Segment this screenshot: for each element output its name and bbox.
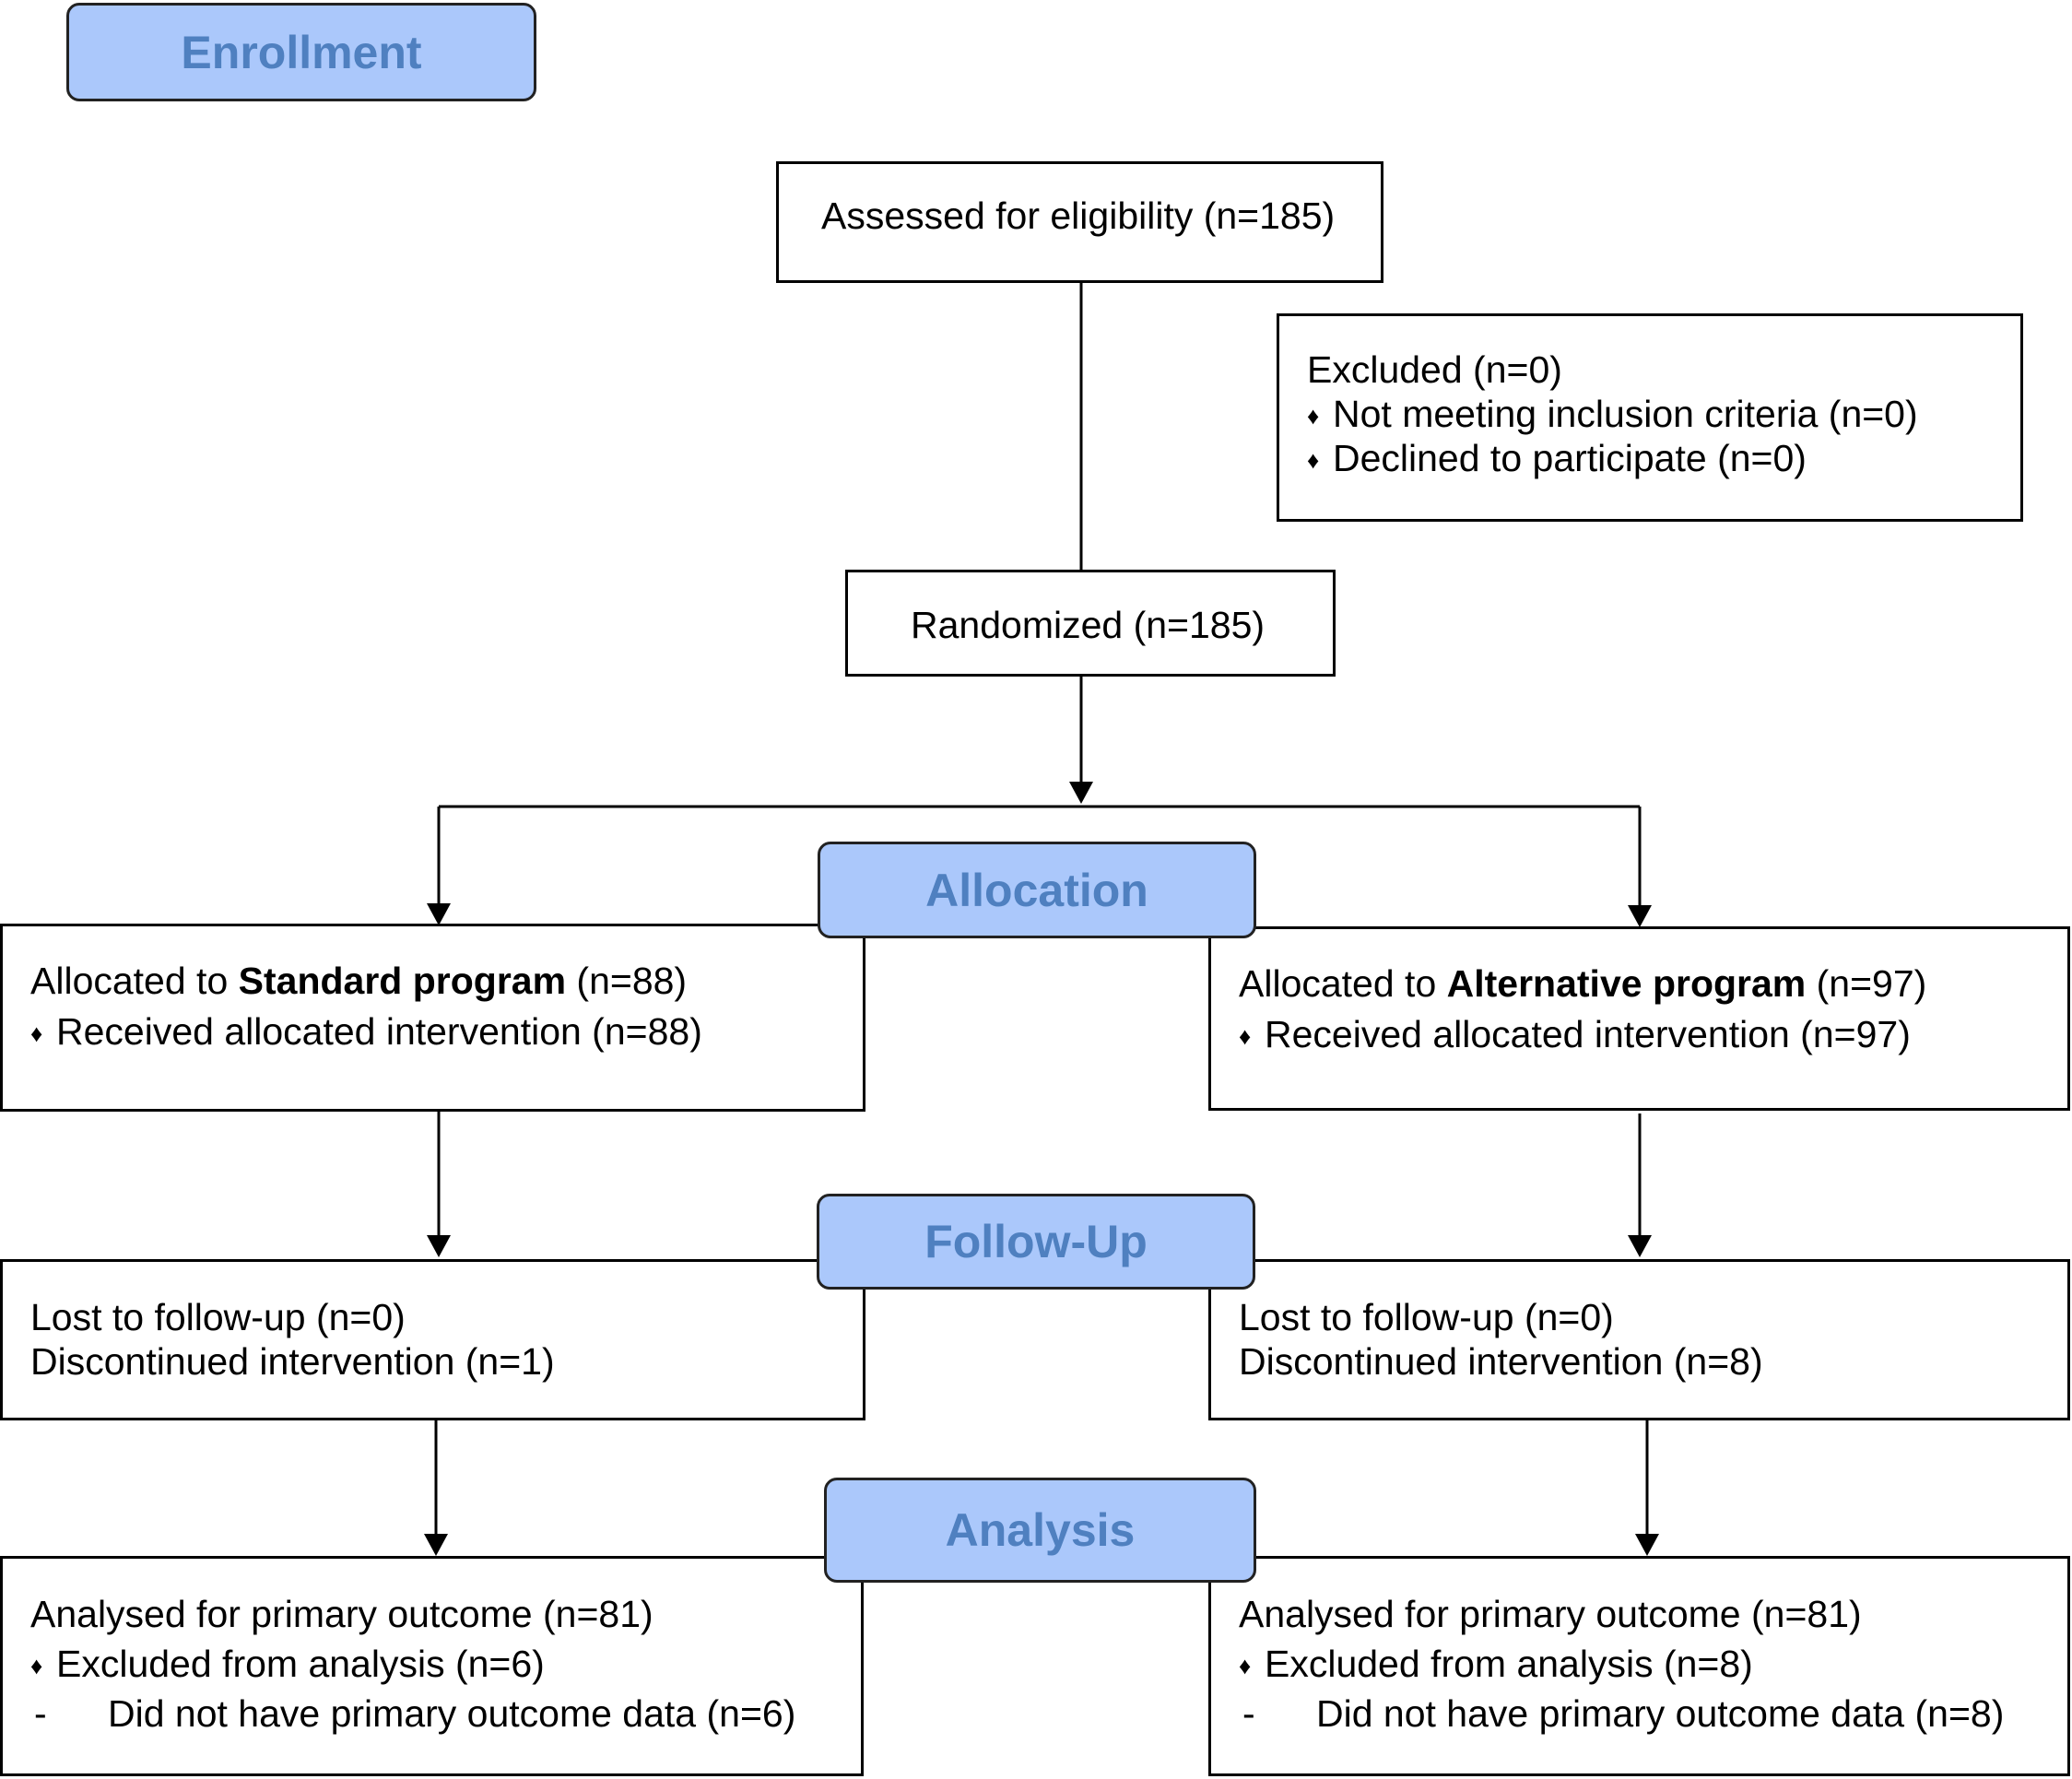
- excluded-item: ♦ Not meeting inclusion criteria (n=0): [1307, 392, 1918, 438]
- dash-bullet: -: [34, 1692, 47, 1735]
- stage-enrollment-label: Enrollment: [181, 26, 422, 78]
- allocated-prefix: Allocated to: [1239, 962, 1447, 1005]
- stage-follow-up: Follow-Up: [817, 1194, 1255, 1290]
- stage-enrollment: Enrollment: [66, 3, 536, 101]
- excluded-title: Excluded (n=0): [1307, 348, 1562, 391]
- standard-lost-text: Lost to follow-up (n=0): [30, 1296, 406, 1338]
- allocated-prefix: Allocated to: [30, 960, 239, 1002]
- alternative-allocation-box: Allocated to Alternative program (n=97) …: [1208, 926, 2070, 1111]
- alternative-received-line: ♦ Received allocated intervention (n=97): [1239, 1012, 1911, 1058]
- stage-follow-up-label: Follow-Up: [924, 1216, 1148, 1267]
- diamond-bullet-icon: ♦: [1307, 402, 1320, 430]
- standard-excluded-line: ♦ Excluded from analysis (n=6): [30, 1642, 545, 1688]
- alternative-no-data-label: Did not have primary outcome data (n=8): [1316, 1692, 2005, 1735]
- stage-analysis: Analysis: [824, 1478, 1256, 1583]
- dash-bullet: -: [1242, 1692, 1255, 1735]
- standard-allocated-line: Allocated to Standard program (n=88): [30, 959, 687, 1003]
- assessed-text: Assessed for eligibility (n=185): [821, 194, 1336, 237]
- standard-analysed-text: Analysed for primary outcome (n=81): [30, 1593, 653, 1635]
- alternative-analysis-box: Analysed for primary outcome (n=81) ♦ Exc…: [1208, 1556, 2070, 1776]
- alternative-excluded-label: Excluded from analysis (n=8): [1265, 1643, 1753, 1685]
- alternative-discontinued-text: Discontinued intervention (n=8): [1239, 1340, 1763, 1383]
- alternative-no-data-line: - Did not have primary outcome data (n=8): [1239, 1691, 2004, 1736]
- excluded-item: ♦ Declined to participate (n=0): [1307, 436, 1807, 482]
- randomized-box: Randomized (n=185): [845, 570, 1336, 677]
- stage-analysis-label: Analysis: [945, 1504, 1136, 1556]
- diamond-bullet-icon: ♦: [30, 1019, 43, 1047]
- assessed-box: Assessed for eligibility (n=185): [776, 161, 1383, 283]
- standard-excluded-label: Excluded from analysis (n=6): [56, 1643, 545, 1685]
- alternative-lost-text: Lost to follow-up (n=0): [1239, 1296, 1614, 1338]
- alternative-received-label: Received allocated intervention (n=97): [1265, 1013, 1911, 1055]
- stage-allocation-label: Allocation: [925, 864, 1148, 916]
- excluded-item-label: Declined to participate (n=0): [1333, 437, 1807, 479]
- standard-no-data-label: Did not have primary outcome data (n=6): [108, 1692, 796, 1735]
- alternative-excluded-line: ♦ Excluded from analysis (n=8): [1239, 1642, 1753, 1688]
- alternative-program-name: Alternative program: [1446, 962, 1807, 1005]
- standard-no-data-line: - Did not have primary outcome data (n=6): [30, 1691, 795, 1736]
- randomized-text: Randomized (n=185): [911, 604, 1266, 646]
- standard-received-line: ♦ Received allocated intervention (n=88): [30, 1009, 702, 1055]
- standard-discontinued-text: Discontinued intervention (n=1): [30, 1340, 555, 1383]
- diamond-bullet-icon: ♦: [30, 1652, 43, 1679]
- alternative-followup-box: Lost to follow-up (n=0) Discontinued int…: [1208, 1259, 2070, 1420]
- standard-followup-box: Lost to follow-up (n=0) Discontinued int…: [0, 1259, 865, 1420]
- excluded-item-label: Not meeting inclusion criteria (n=0): [1333, 393, 1918, 435]
- standard-allocation-box: Allocated to Standard program (n=88) ♦ Re…: [0, 924, 865, 1112]
- randomized-arrowhead: [1069, 782, 1093, 804]
- standard-program-name: Standard program: [238, 960, 567, 1002]
- diamond-bullet-icon: ♦: [1239, 1022, 1252, 1050]
- diamond-bullet-icon: ♦: [1239, 1652, 1252, 1679]
- alternative-allocated-line: Allocated to Alternative program (n=97): [1239, 961, 1926, 1006]
- excluded-box: Excluded (n=0) ♦ Not meeting inclusion cr…: [1277, 313, 2023, 522]
- stage-allocation: Allocation: [818, 842, 1256, 938]
- allocated-suffix: (n=88): [566, 960, 688, 1002]
- allocated-suffix: (n=97): [1806, 962, 1927, 1005]
- standard-analysis-box: Analysed for primary outcome (n=81) ♦ Exc…: [0, 1556, 864, 1776]
- standard-received-label: Received allocated intervention (n=88): [56, 1010, 702, 1053]
- alternative-analysed-text: Analysed for primary outcome (n=81): [1239, 1593, 1862, 1635]
- diamond-bullet-icon: ♦: [1307, 446, 1320, 474]
